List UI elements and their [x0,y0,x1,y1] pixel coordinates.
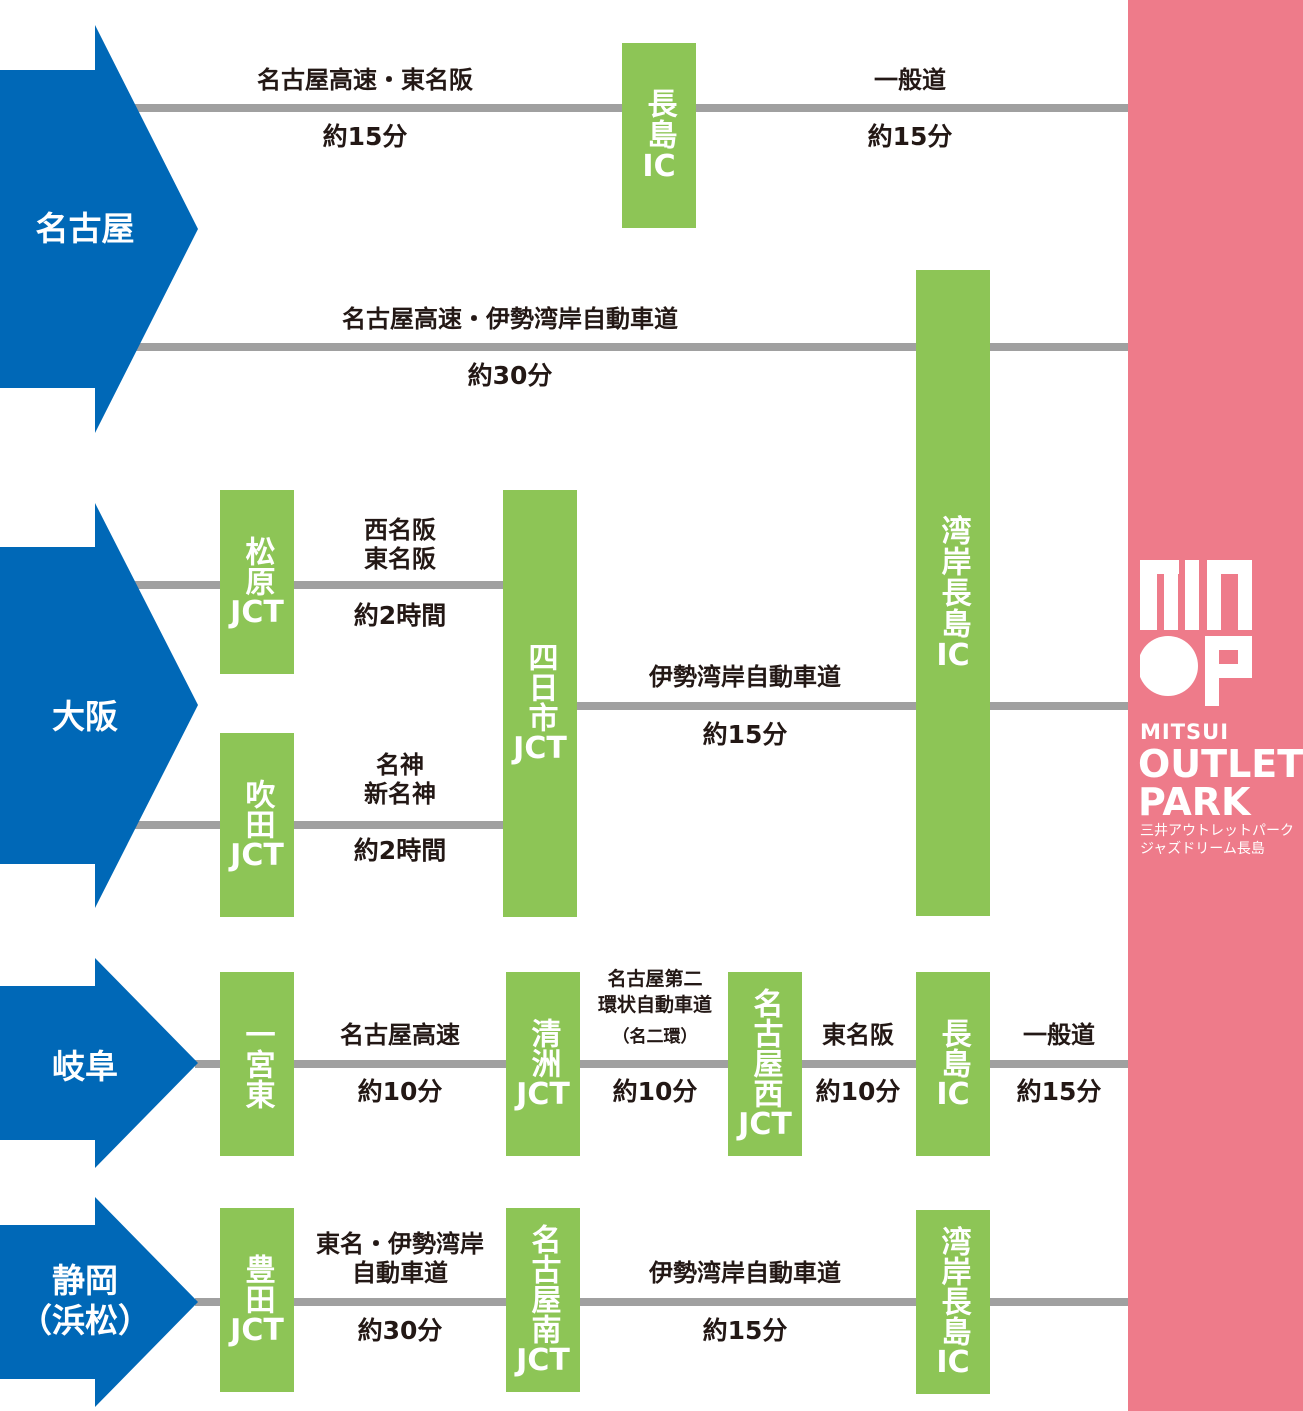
node-name: 名古屋南 [525,1223,561,1344]
origin-label-gifu: 岐阜 [52,1047,118,1086]
node-name: 長島 [641,88,677,150]
node-name: 清洲 [525,1017,561,1078]
road-name-r2: 名古屋高速・伊勢湾岸自動車道 [342,305,678,333]
road-shizuoka [195,1298,1128,1306]
time-r5a: 約30分 [357,1316,443,1345]
node-wangan-nagashima-ic-shizuoka: 湾岸長島 IC [916,1210,990,1394]
node-type: JCT [513,731,567,766]
road-name-r4b: 名古屋第二 環状自動車道 [597,968,712,1016]
road-name-r1a: 名古屋高速・東名阪 [257,66,473,94]
node-wangan-nagashima-ic: 湾岸長島 IC [916,270,990,916]
road-name-r4c: 東名阪 [822,1021,894,1049]
node-ichinomiya-higashi: 一宮東 [220,972,294,1156]
road-name-r5b: 伊勢湾岸自動車道 [649,1259,841,1287]
time-r3c: 約15分 [702,720,788,749]
origin-arrow-nagoya: 名古屋 [0,25,200,433]
road-name-r5a: 東名・伊勢湾岸 自動車道 [316,1230,484,1287]
origin-label-shizuoka: 静岡 （浜松） [19,1261,151,1340]
arrow-shape-icon [0,958,198,1168]
time-r4d: 約15分 [1016,1077,1102,1106]
brand-mitsui: MITSUI [1140,720,1230,744]
brand-park: PARK [1138,780,1251,824]
time-r2: 約30分 [467,361,553,390]
node-kiyosu-jct: 清洲 JCT [506,972,580,1156]
arrow-shape-icon [0,25,198,433]
origin-label-nagoya: 名古屋 [35,209,135,248]
time-r3a: 約2時間 [353,601,447,630]
node-name: 豊田 [239,1253,275,1314]
node-type: JCT [516,1342,570,1378]
node-type: JCT [230,1312,284,1348]
arrow-shape-icon [0,503,198,908]
time-r4c: 約10分 [815,1077,901,1106]
node-type: IC [642,149,676,184]
node-name: 長島 [935,1017,971,1078]
node-yokkaichi-jct: 四日市 JCT [503,490,577,917]
node-name: 松原 [239,535,275,596]
road-osaka-matsubara [135,581,505,589]
node-name: 名古屋西 [747,987,783,1108]
origin-arrow-osaka: 大阪 [0,503,200,908]
node-type: JCT [516,1076,570,1112]
node-name: 湾岸長島 [935,514,971,639]
node-nagoya-nishi-jct: 名古屋西 JCT [728,972,802,1156]
road-name-r1b: 一般道 [874,66,946,94]
origin-arrow-gifu: 岐阜 [0,958,200,1168]
road-name-r4d: 一般道 [1023,1021,1095,1049]
node-nagashima-ic-gifu: 長島 IC [916,972,990,1156]
node-nagoya-minami-jct: 名古屋南 JCT [506,1208,580,1392]
node-suita-jct: 吹田 JCT [220,733,294,917]
brand-outlet: OUTLET [1138,742,1303,786]
arrow-shape-icon [0,1197,198,1407]
destination-panel: MITSUI OUTLET PARK 三井アウトレットパーク ジャズドリーム長島 [1128,0,1303,1411]
mitsui-outlet-park-logo-icon [1140,560,1252,706]
node-type: JCT [230,837,284,873]
time-r3b: 約2時間 [353,836,447,865]
road-name-r4b-short: （名二環） [612,1027,698,1047]
node-nagashima-ic: 長島 IC [622,43,696,228]
road-gifu [195,1060,1128,1068]
node-type: IC [936,1344,970,1380]
node-toyota-jct: 豊田 JCT [220,1208,294,1392]
node-matsubara-jct: 松原 JCT [220,490,294,674]
destination-name-jp: 三井アウトレットパーク ジャズドリーム長島 [1140,823,1294,857]
road-nagoya-2 [135,343,1128,351]
node-type: JCT [738,1106,792,1142]
time-r4a: 約10分 [357,1077,443,1106]
node-type: IC [936,1076,970,1112]
node-name: 四日市 [522,642,558,732]
road-name-r3b: 名神 新名神 [364,751,436,808]
node-name: 湾岸長島 [935,1225,971,1346]
road-name-r3a: 西名阪 東名阪 [364,516,436,573]
origin-arrow-shizuoka: 静岡 （浜松） [0,1197,200,1407]
node-type: JCT [230,594,284,630]
road-osaka-suita [135,821,505,829]
time-r1b: 約15分 [867,122,953,151]
time-r5b: 約15分 [702,1316,788,1345]
node-name: 吹田 [239,778,275,839]
road-name-r4a: 名古屋高速 [340,1021,460,1049]
road-osaka-main [575,702,1128,710]
time-r1a: 約15分 [322,122,408,151]
node-type: IC [936,637,970,673]
time-r4b: 約10分 [612,1077,698,1106]
road-name-r3c: 伊勢湾岸自動車道 [649,663,841,691]
node-name: 一宮東 [239,1019,275,1109]
origin-label-osaka: 大阪 [52,697,118,736]
